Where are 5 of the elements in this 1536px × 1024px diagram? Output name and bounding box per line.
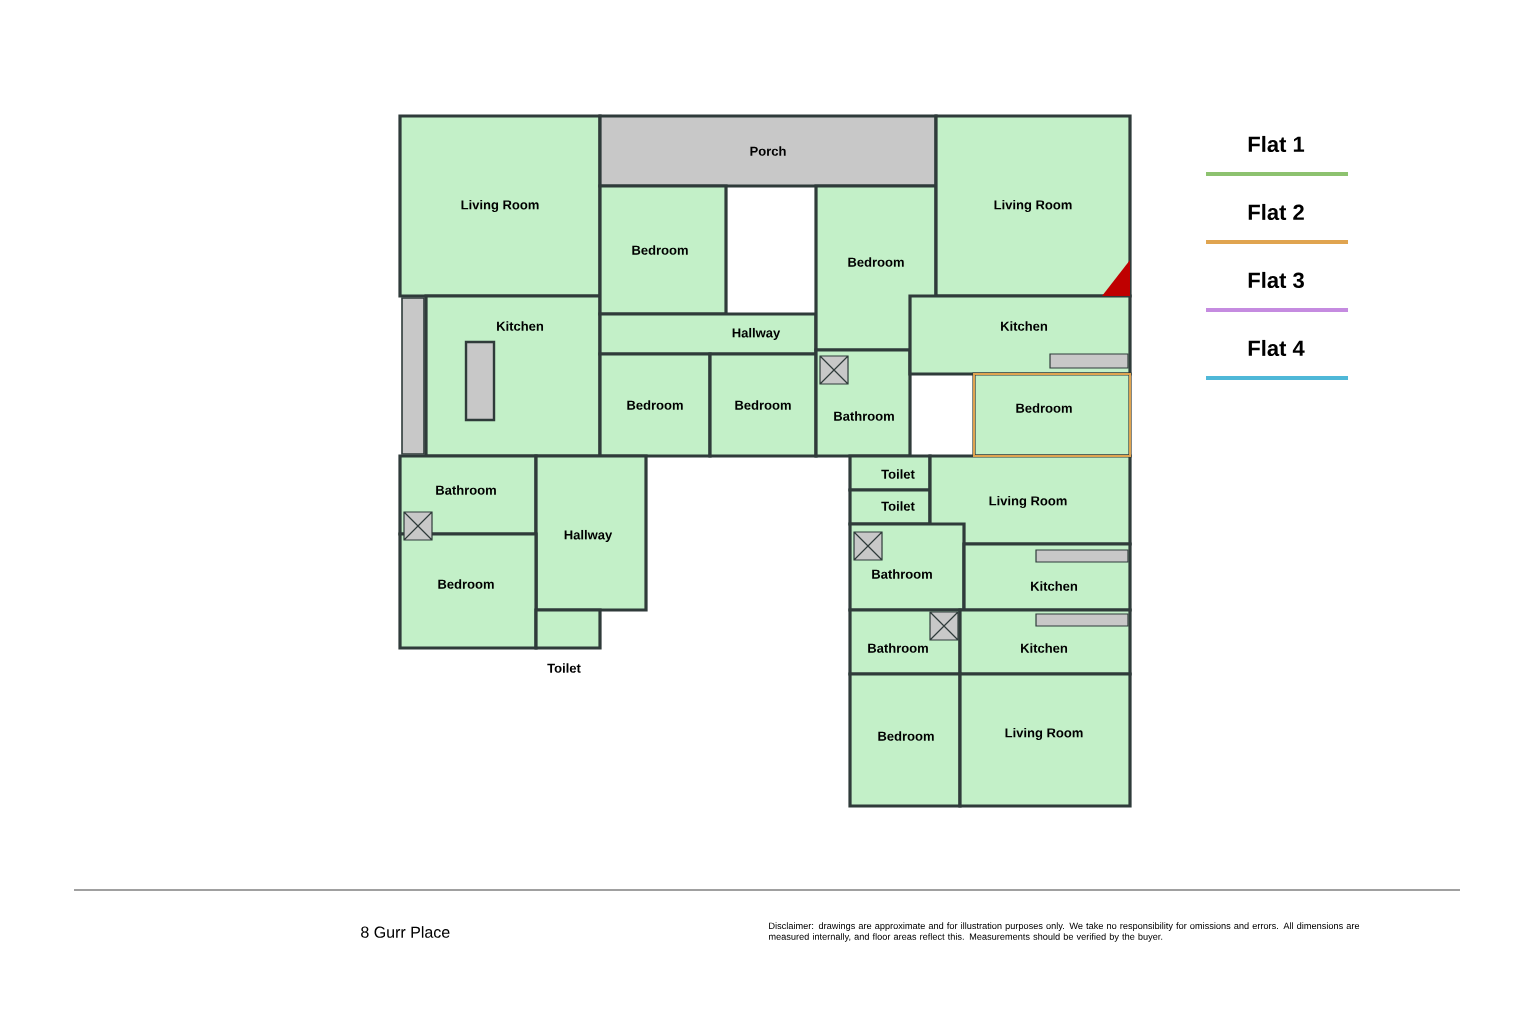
legend-text: Flat 2 bbox=[1248, 203, 1304, 221]
address-text: 8 Gurr Place bbox=[361, 926, 450, 938]
legend-text: Flat 4 bbox=[1248, 339, 1305, 357]
legend-text: Flat 3 bbox=[1248, 271, 1304, 289]
legend-text: Flat 1 bbox=[1248, 135, 1305, 153]
